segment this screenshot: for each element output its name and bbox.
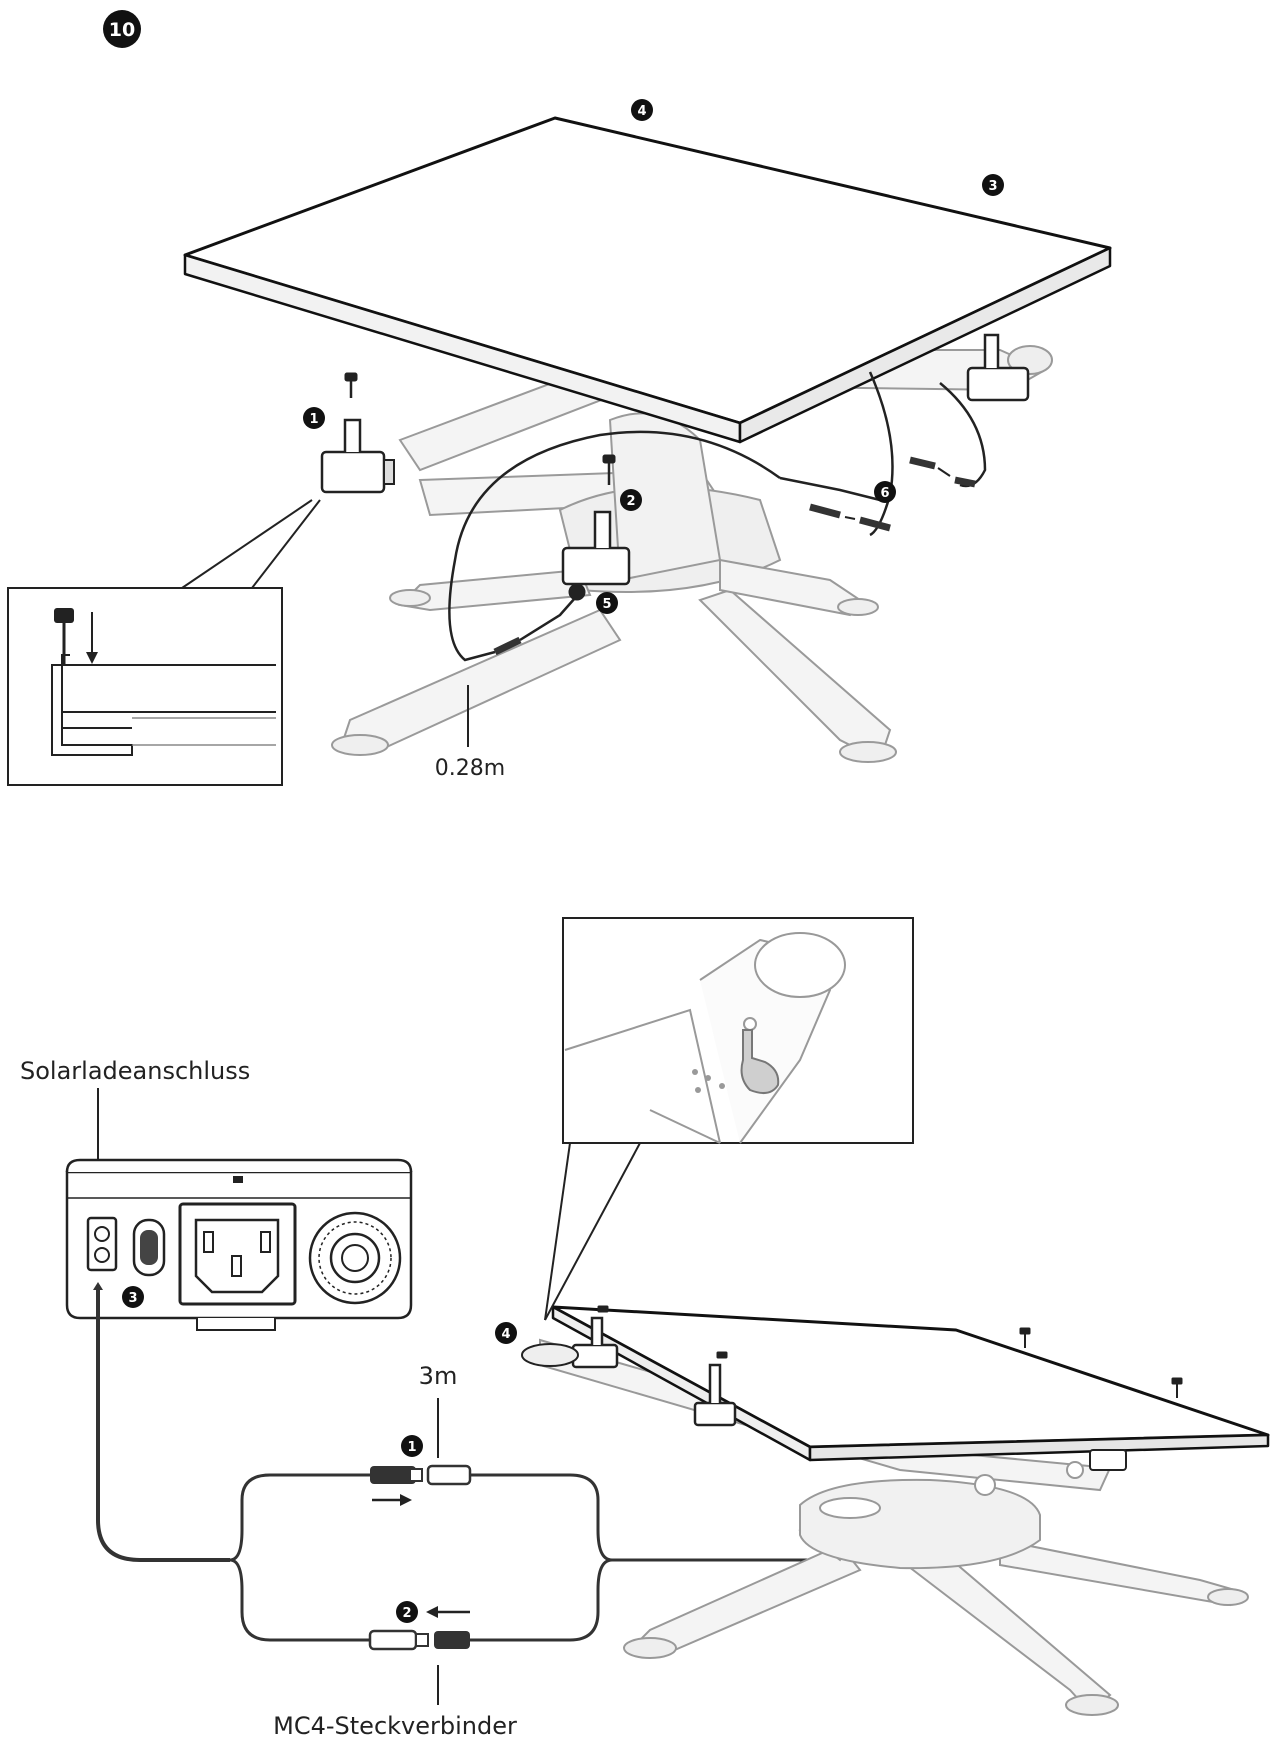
cable-length-bottom-label: 3m (419, 1362, 458, 1390)
callout-4-top: 4 (631, 99, 653, 121)
callout-1-top: 1 (303, 407, 325, 429)
callout-3-top: 3 (982, 174, 1004, 196)
cable-length-top: 0.28m (435, 685, 505, 781)
solar-panel-top (183, 116, 1112, 444)
svg-text:3: 3 (128, 1291, 137, 1306)
callout-2-bottom: 2 (396, 1601, 418, 1623)
callout-6-top: 6 (874, 481, 896, 503)
bottom-clamps (521, 1305, 1183, 1471)
svg-text:1: 1 (407, 1440, 416, 1455)
top-clamps-and-cables (320, 333, 1030, 662)
detail-inset-leg (544, 917, 914, 1321)
solar-port-label: Solarladeanschluss (20, 1057, 250, 1085)
callout-2-top: 2 (620, 489, 642, 511)
svg-text:2: 2 (402, 1606, 411, 1621)
svg-text:2: 2 (626, 494, 635, 509)
mc4-connector-lower (368, 1606, 470, 1651)
power-station-panel (65, 1158, 413, 1331)
svg-text:4: 4 (637, 104, 646, 119)
svg-text:6: 6 (880, 486, 889, 501)
solar-port-label-group: Solarladeanschluss (20, 1057, 250, 1210)
step-badge: 10 (103, 10, 141, 48)
top-callouts: 4 3 1 2 6 5 (303, 99, 1004, 614)
bottom-stand-illustration (539, 1338, 1249, 1716)
mc4-connector-label: MC4-Steckverbinder (273, 1712, 517, 1740)
cable-length-bottom: 3m (419, 1362, 458, 1458)
callout-4-bottom: 4 (495, 1322, 517, 1344)
svg-text:5: 5 (602, 597, 611, 612)
solar-panel-bottom (551, 1305, 1270, 1462)
callout-3-bottom: 3 (122, 1286, 144, 1308)
svg-text:4: 4 (501, 1327, 510, 1342)
cable-length-top-label: 0.28m (435, 756, 505, 781)
callout-5-top: 5 (596, 592, 618, 614)
mc4-connector-upper (370, 1464, 472, 1506)
detail-inset-clamp (7, 499, 321, 786)
step-number: 10 (109, 19, 135, 41)
mc4-label-group: MC4-Steckverbinder (273, 1665, 517, 1740)
svg-text:1: 1 (309, 412, 318, 427)
svg-text:3: 3 (988, 179, 997, 194)
callout-1-bottom: 1 (401, 1435, 423, 1457)
